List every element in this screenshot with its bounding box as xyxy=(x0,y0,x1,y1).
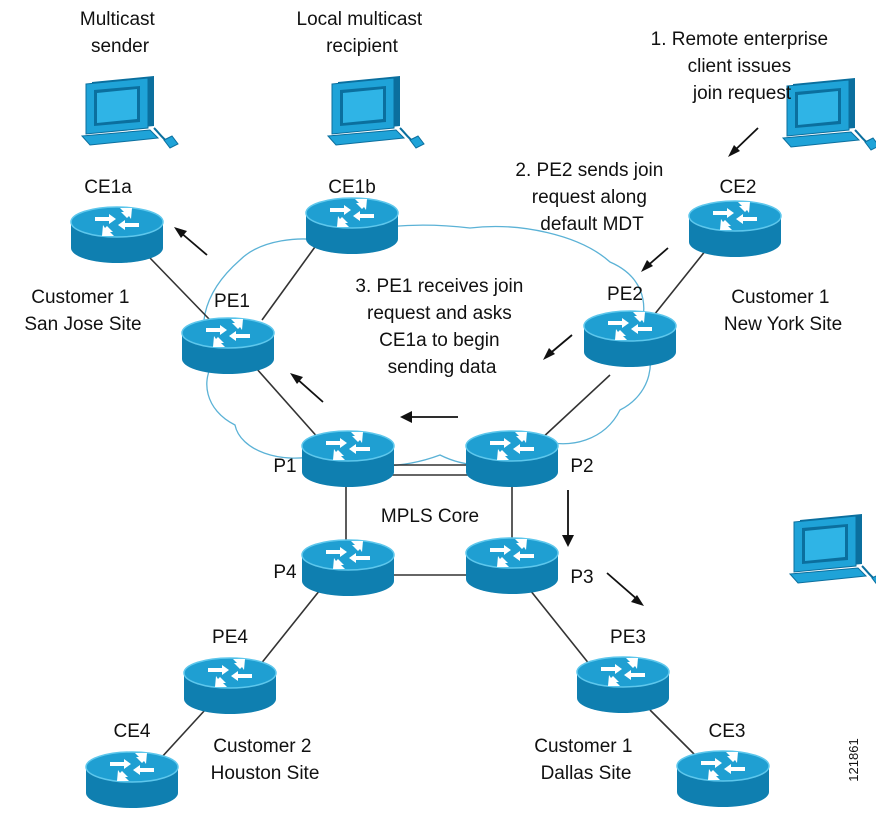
router-ce4 xyxy=(85,751,179,809)
link-pe1-p1 xyxy=(255,367,321,441)
labels: Multicast sender Local multicast recipie… xyxy=(24,9,861,784)
router-pe2 xyxy=(583,310,677,368)
router-label-pe2: PE2 xyxy=(607,284,643,305)
computer-remote-client xyxy=(782,77,876,151)
arrow-pe2-left xyxy=(543,334,573,360)
router-label-pe3: PE3 xyxy=(610,627,646,648)
link-p4-pe4 xyxy=(259,589,321,666)
router-label-ce1b: CE1b xyxy=(328,177,376,198)
step3-label: 3. PE1 receives join request and asks CE… xyxy=(355,276,528,378)
router-ce1b xyxy=(305,197,399,255)
link-p3-pe3 xyxy=(529,589,591,666)
site-dallas-label: Customer 1 Dallas Site xyxy=(534,736,637,784)
router-pe4 xyxy=(183,657,277,715)
router-pe1 xyxy=(181,317,275,375)
arrow-to-ce2 xyxy=(728,127,759,157)
router-label-p3: P3 xyxy=(570,567,593,588)
site-newyork-label: Customer 1 New York Site xyxy=(724,287,842,335)
router-label-p2: P2 xyxy=(570,456,593,477)
site-houston-label: Customer 2 Houston Site xyxy=(211,736,320,784)
link-ce1a-pe1 xyxy=(149,257,211,321)
flow-arrows xyxy=(174,127,759,606)
local-recipient-label: Local multicast recipient xyxy=(297,9,428,57)
multicast-sender-label: Multicast sender xyxy=(80,9,160,57)
router-p1 xyxy=(301,430,395,488)
link-ce1b-pe1 xyxy=(261,239,321,321)
router-ce3 xyxy=(676,750,770,808)
arrow-toward-p1 xyxy=(400,411,458,423)
computer-local-recipient xyxy=(327,75,425,149)
router-label-ce4: CE4 xyxy=(114,721,151,742)
arrow-to-pe2 xyxy=(641,247,669,272)
provider-cloud xyxy=(203,224,652,467)
mpls-core-label: MPLS Core xyxy=(381,506,479,527)
arrow-toward-ce1a xyxy=(174,227,208,256)
router-p3 xyxy=(465,537,559,595)
router-ce1a xyxy=(70,206,164,264)
link-ce2-pe2 xyxy=(649,244,711,321)
router-label-ce3: CE3 xyxy=(709,721,746,742)
router-ce2 xyxy=(688,200,782,258)
link-pe2-p2 xyxy=(539,374,611,441)
arrow-p2-down xyxy=(562,490,574,547)
router-label-ce1a: CE1a xyxy=(84,177,132,198)
router-label-pe4: PE4 xyxy=(212,627,248,648)
router-pe3 xyxy=(576,656,670,714)
router-label-pe1: PE1 xyxy=(214,291,250,312)
link-pe3-ce3 xyxy=(649,709,701,761)
step1-label: 1. Remote enterprise client issues join … xyxy=(651,29,834,104)
router-label-ce2: CE2 xyxy=(720,177,757,198)
router-p2 xyxy=(465,430,559,488)
computer-dallas-client xyxy=(789,513,876,587)
site-sanjose-label: Customer 1 San Jose Site xyxy=(24,287,141,335)
router-p4 xyxy=(301,539,395,597)
router-label-p1: P1 xyxy=(273,456,296,477)
figure-id: 121861 xyxy=(846,738,861,781)
computer-sender xyxy=(81,75,179,149)
arrow-to-pe3 xyxy=(606,572,644,606)
step2-label: 2. PE2 sends join request along default … xyxy=(515,160,668,235)
arrow-toward-pe1 xyxy=(290,373,324,403)
router-label-p4: P4 xyxy=(273,562,297,583)
